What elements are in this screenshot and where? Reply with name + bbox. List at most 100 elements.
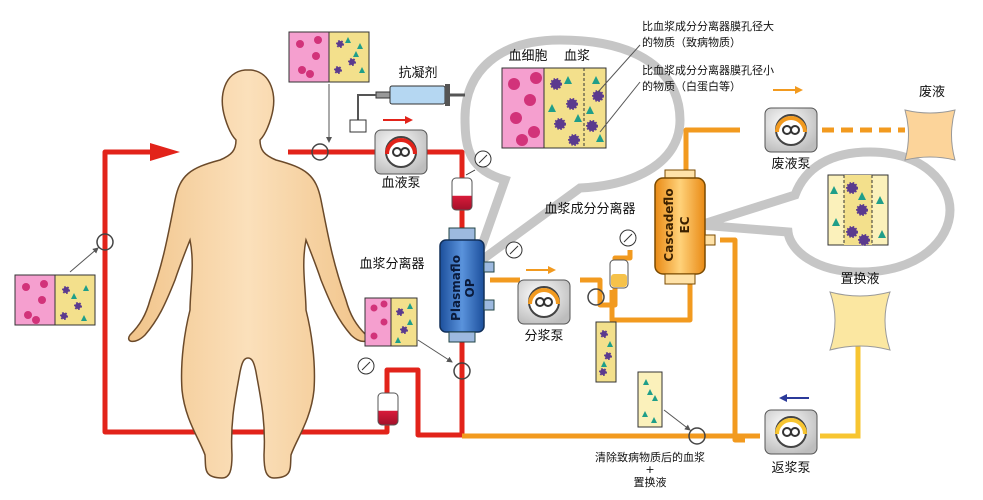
pathogen-dot — [600, 330, 608, 338]
blood-cell-dot — [22, 283, 30, 291]
albumin-triangle — [83, 285, 89, 291]
albumin-triangle — [407, 303, 413, 309]
blood-cell-dot — [516, 134, 528, 146]
large-molecules-label-1: 比血浆成分分离器膜孔径大 — [642, 19, 774, 33]
albumin-triangle — [601, 361, 607, 367]
plasma-label: 血浆 — [564, 49, 590, 64]
pathogen-dot — [62, 286, 70, 294]
blood-cell-dot — [380, 300, 388, 308]
blood-pump — [374, 116, 428, 175]
pressure-gauge — [357, 357, 375, 375]
pathogen-dot — [846, 182, 858, 194]
cleaned-plasma-label-2: 置换液 — [634, 475, 667, 489]
albumin-triangle — [647, 389, 653, 395]
pathogen-dot — [554, 118, 566, 130]
pathogen-dot — [336, 40, 344, 48]
plasma-separation-pump-label: 分浆泵 — [524, 329, 563, 344]
patient-figure — [128, 69, 368, 479]
pathogen-dot — [74, 302, 82, 310]
plasmaflo-label-2: OP — [463, 278, 477, 297]
pathogen-dot — [550, 78, 562, 90]
albumin-triangle — [607, 341, 613, 347]
blood-flow-arrow — [150, 143, 180, 161]
blood-cell-dot — [510, 112, 522, 124]
albumin-triangle — [395, 337, 401, 343]
blood-cell-dot — [528, 126, 540, 138]
anticoagulant-label: 抗凝剂 — [398, 65, 437, 81]
albumin-triangle — [407, 319, 413, 325]
albumin-triangle — [832, 218, 840, 226]
small-molecules-label-1: 比血浆成分分离器膜孔径小 — [642, 63, 774, 77]
blood-cell-dot — [298, 66, 306, 74]
blood-cell-dot — [380, 318, 388, 326]
cleaned-plasma-plus: + — [645, 463, 654, 476]
pathogen-dot — [334, 66, 342, 74]
waste-pump — [764, 86, 818, 153]
blood-pump-label: 血液泵 — [381, 176, 420, 191]
pathogen-dot — [856, 204, 868, 216]
pointer-line — [599, 81, 641, 133]
replacement-fluid-bag — [829, 291, 891, 351]
anticoagulant-syringe — [349, 84, 465, 133]
cascadeflo-label-1: Cascadeflo — [662, 188, 676, 261]
return-line — [820, 345, 861, 439]
waste-liquid-label: 废液 — [919, 84, 945, 100]
clamp-ring — [96, 143, 706, 445]
albumin-triangle — [548, 104, 556, 112]
pointer-line — [417, 339, 453, 363]
blood-cell-dot — [38, 296, 46, 304]
pathogen-dot — [599, 368, 607, 376]
albumin-triangle — [876, 196, 884, 204]
blood-cell-dot — [530, 72, 542, 84]
sample-replacement — [637, 371, 663, 428]
pathogen-dot — [348, 58, 356, 66]
pointer-line — [663, 409, 691, 431]
pathogen-dot — [396, 308, 404, 316]
pathogen-dot — [400, 326, 408, 334]
return-pump — [764, 394, 818, 455]
plasmaflo-label-1: Plasmaflo — [449, 255, 463, 321]
albumin-triangle — [81, 315, 87, 321]
plasma-component-separator-label: 血浆成分分离器 — [544, 201, 635, 217]
drip-chamber-arterial — [451, 177, 473, 211]
pointer-line — [69, 247, 99, 273]
cascadeflo-label-2: EC — [678, 216, 692, 233]
pathogen-dot — [566, 98, 578, 110]
return-pump-label: 返浆泵 — [771, 461, 810, 476]
albumin-triangle — [353, 51, 359, 57]
blood-cell-dot — [524, 94, 536, 106]
albumin-triangle — [586, 106, 594, 114]
pathogen-dot — [568, 134, 580, 146]
albumin-triangle — [596, 134, 604, 142]
waste-pump-label: 废液泵 — [771, 156, 810, 172]
plasma-separation-pump — [517, 266, 571, 325]
plasma-circuit-line — [462, 127, 760, 443]
sample-blood-left — [14, 274, 96, 326]
blood-cells-label: 血细胞 — [508, 49, 547, 64]
albumin-triangle — [574, 114, 582, 122]
pressure-gauge — [619, 229, 637, 247]
blood-cell-dot — [24, 311, 32, 319]
blood-cell-dot — [40, 280, 48, 288]
cleaned-plasma-label-1: 清除致病物质后的血浆 — [595, 450, 705, 464]
albumin-triangle — [357, 43, 363, 49]
blood-cell-dot — [370, 332, 378, 340]
plasma-separator-label: 血浆分离器 — [359, 256, 424, 272]
large-molecules-label-2: 的物质（致病物质） — [642, 35, 741, 49]
albumin-triangle — [592, 76, 600, 84]
pathogen-dot — [586, 120, 598, 132]
pathogen-dot — [60, 312, 68, 320]
blood-cell-dot — [314, 36, 322, 44]
blood-cell-dot — [306, 70, 314, 78]
albumin-triangle — [651, 417, 657, 423]
pathogen-dot — [604, 352, 612, 360]
blood-cell-dot — [312, 52, 320, 60]
replacement-fluid-label: 置换液 — [840, 272, 879, 287]
albumin-triangle — [652, 395, 658, 401]
albumin-triangle — [71, 293, 77, 299]
albumin-triangle — [643, 379, 649, 385]
blood-cell-dot — [32, 316, 40, 324]
drip-chamber-venous — [377, 392, 399, 426]
albumin-triangle — [642, 411, 648, 417]
